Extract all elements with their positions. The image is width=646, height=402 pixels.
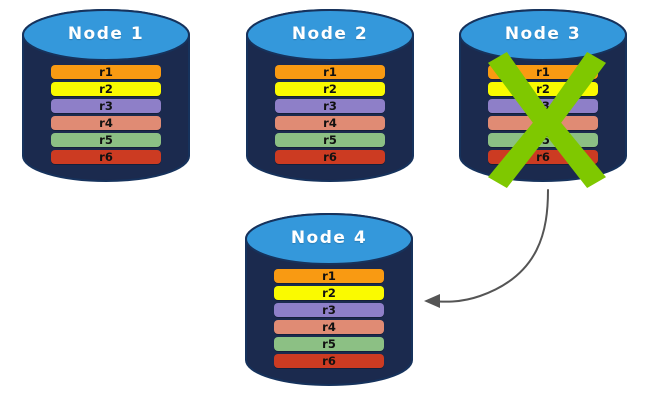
cylinder-top-ellipse <box>459 9 627 61</box>
row-bar-r2[interactable]: r2 <box>275 82 385 96</box>
row-bar-r2[interactable]: r2 <box>488 82 598 96</box>
row-list-3: r1 r2 r3 r4 r5 r6 <box>488 65 598 164</box>
row-bar-r1[interactable]: r1 <box>274 269 384 283</box>
row-bar-r1[interactable]: r1 <box>275 65 385 79</box>
row-bar-r1[interactable]: r1 <box>488 65 598 79</box>
row-bar-r2[interactable]: r2 <box>274 286 384 300</box>
cylinder-top-ellipse <box>245 213 413 265</box>
cylinder-top-ellipse <box>22 9 190 61</box>
row-bar-r5[interactable]: r5 <box>51 133 161 147</box>
cylinder-top-ellipse <box>246 9 414 61</box>
row-list-4: r1 r2 r3 r4 r5 r6 <box>274 269 384 368</box>
row-bar-r3[interactable]: r3 <box>51 99 161 113</box>
row-bar-r6[interactable]: r6 <box>51 150 161 164</box>
row-bar-r6[interactable]: r6 <box>275 150 385 164</box>
row-bar-r3[interactable]: r3 <box>275 99 385 113</box>
row-bar-r3[interactable]: r3 <box>274 303 384 317</box>
row-bar-r4[interactable]: r4 <box>274 320 384 334</box>
replication-arrow-head <box>424 294 440 308</box>
replication-arrow-line <box>427 189 549 303</box>
row-bar-r5[interactable]: r5 <box>488 133 598 147</box>
row-bar-r5[interactable]: r5 <box>274 337 384 351</box>
row-bar-r3[interactable]: r3 <box>488 99 598 113</box>
row-list-2: r1 r2 r3 r4 r5 r6 <box>275 65 385 164</box>
row-bar-r2[interactable]: r2 <box>51 82 161 96</box>
row-bar-r6[interactable]: r6 <box>488 150 598 164</box>
row-list-1: r1 r2 r3 r4 r5 r6 <box>51 65 161 164</box>
row-bar-r4[interactable]: r4 <box>488 116 598 130</box>
row-bar-r5[interactable]: r5 <box>275 133 385 147</box>
row-bar-r4[interactable]: r4 <box>51 116 161 130</box>
row-bar-r4[interactable]: r4 <box>275 116 385 130</box>
row-bar-r1[interactable]: r1 <box>51 65 161 79</box>
row-bar-r6[interactable]: r6 <box>274 354 384 368</box>
